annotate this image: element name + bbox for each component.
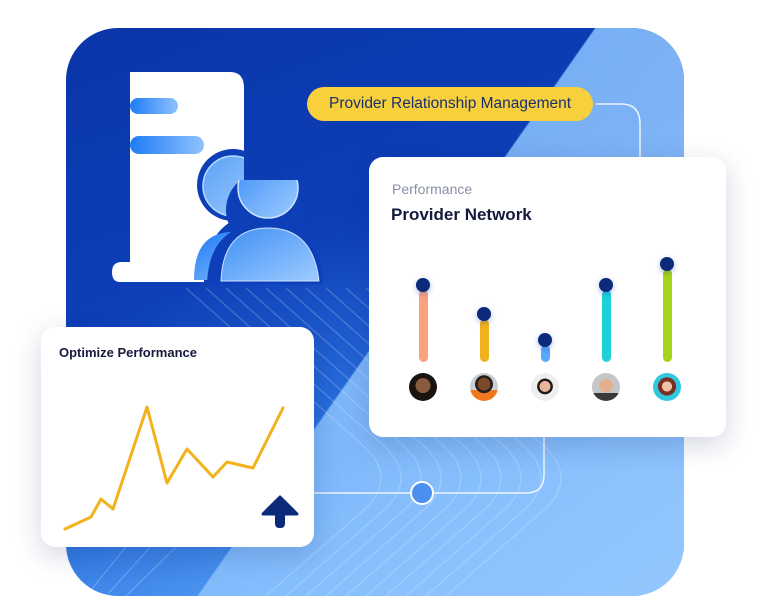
avatar-provider-2[interactable] [470,373,498,401]
bar-marker [477,307,491,321]
user-icon [207,180,323,284]
provider-relationship-management-badge: Provider Relationship Management [307,87,594,121]
card-title: Provider Network [391,205,532,224]
avatar-provider-5[interactable] [653,373,681,401]
performance-line-chart [63,405,299,531]
avatar-provider-4[interactable] [592,373,620,401]
bar-marker [538,333,552,347]
bar-provider-2 [480,319,489,362]
avatar-provider-1[interactable] [409,373,437,401]
bar-provider-3 [541,345,550,362]
bar-provider-5 [663,269,672,362]
bar-marker [416,278,430,292]
card-subtitle: Performance [392,181,473,197]
avatar-provider-3[interactable] [531,373,559,401]
card-title: Optimize Performance [59,345,197,360]
bar-provider-4 [602,290,611,362]
arrow-up-icon [261,495,299,528]
provider-network-card: Performance Provider Network [369,157,726,437]
bar-marker [599,278,613,292]
decorative-wave-lines [85,103,641,596]
connector-node [410,481,434,505]
bar-marker [660,257,674,271]
optimize-performance-card: Optimize Performance [41,327,314,547]
bar-provider-1 [419,290,428,362]
